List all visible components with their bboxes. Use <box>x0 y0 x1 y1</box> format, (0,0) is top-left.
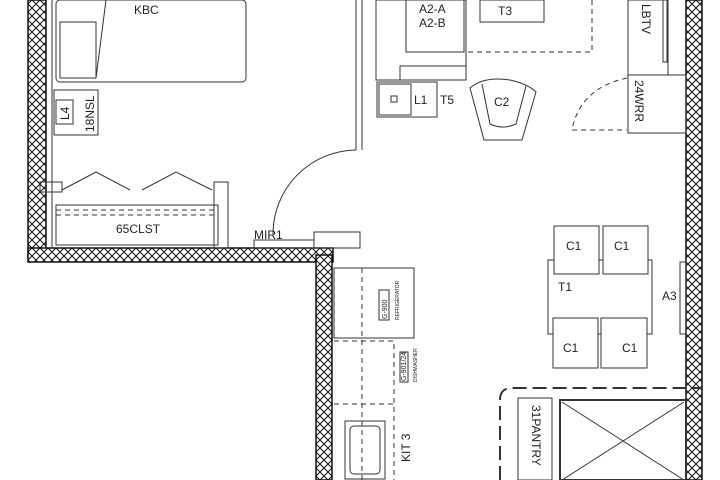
side-table-label: T5 <box>440 93 454 107</box>
wall-kitchen-left <box>315 254 333 480</box>
dining-set: C1 C1 C1 C1 T1 <box>547 225 653 369</box>
side-lamp-label: L1 <box>414 93 428 107</box>
chair-label: C1 <box>614 239 630 253</box>
tv-unit: LBTV <box>627 0 669 76</box>
fridge-model-label: G-900 <box>382 299 389 319</box>
armchair-label: C2 <box>494 95 510 109</box>
wall-bottom-bedroom <box>27 247 334 263</box>
closet-label: 65CLST <box>116 222 161 236</box>
dining-table-label: T1 <box>558 280 572 294</box>
wardrobe-label: 24WRR <box>632 80 646 122</box>
coffee-table-label: T3 <box>498 4 512 18</box>
pantry-label: 31PANTRY <box>529 405 543 466</box>
closet: 65CLST <box>39 171 229 249</box>
pantry: 31PANTRY <box>499 387 702 480</box>
chair-label: C1 <box>622 341 638 355</box>
sofa-a-label: A2-A <box>419 2 446 16</box>
side-table: L1 T5 <box>376 81 454 118</box>
tv-label: LBTV <box>639 4 653 34</box>
coffee-table: T3 <box>466 0 593 53</box>
armchair: C2 <box>469 78 537 141</box>
art-label: A3 <box>662 289 677 303</box>
dishwasher-model-label: G-901/24 <box>401 352 408 381</box>
sofa: A2-A A2-B <box>375 0 467 81</box>
fridge-label: REFRIGERATOR <box>395 280 401 320</box>
door-swing <box>272 149 357 235</box>
bed: KBC <box>55 0 247 83</box>
chair-label: C1 <box>566 239 582 253</box>
kitchen-label: KIT 3 <box>399 433 413 462</box>
mirror-label: MIR1 <box>254 228 283 242</box>
kitchen: G-900 REFRIGERATOR G-901/24 DISHWASHER K… <box>333 267 419 480</box>
nightstand-label: 18NSL <box>83 95 97 132</box>
nightstand-lamp-label: L4 <box>58 106 72 120</box>
chair-label: C1 <box>563 341 579 355</box>
sofa-b-label: A2-B <box>419 16 446 30</box>
nightstand: L4 18NSL <box>53 89 99 136</box>
bed-label: KBC <box>134 3 159 17</box>
wall-left <box>27 0 47 259</box>
mirror: MIR1 <box>253 228 361 249</box>
dishwasher-label: DISHWASHER <box>413 348 419 382</box>
wardrobe: 24WRR <box>571 74 687 134</box>
wall-right <box>685 0 703 480</box>
art: A3 <box>662 261 687 335</box>
